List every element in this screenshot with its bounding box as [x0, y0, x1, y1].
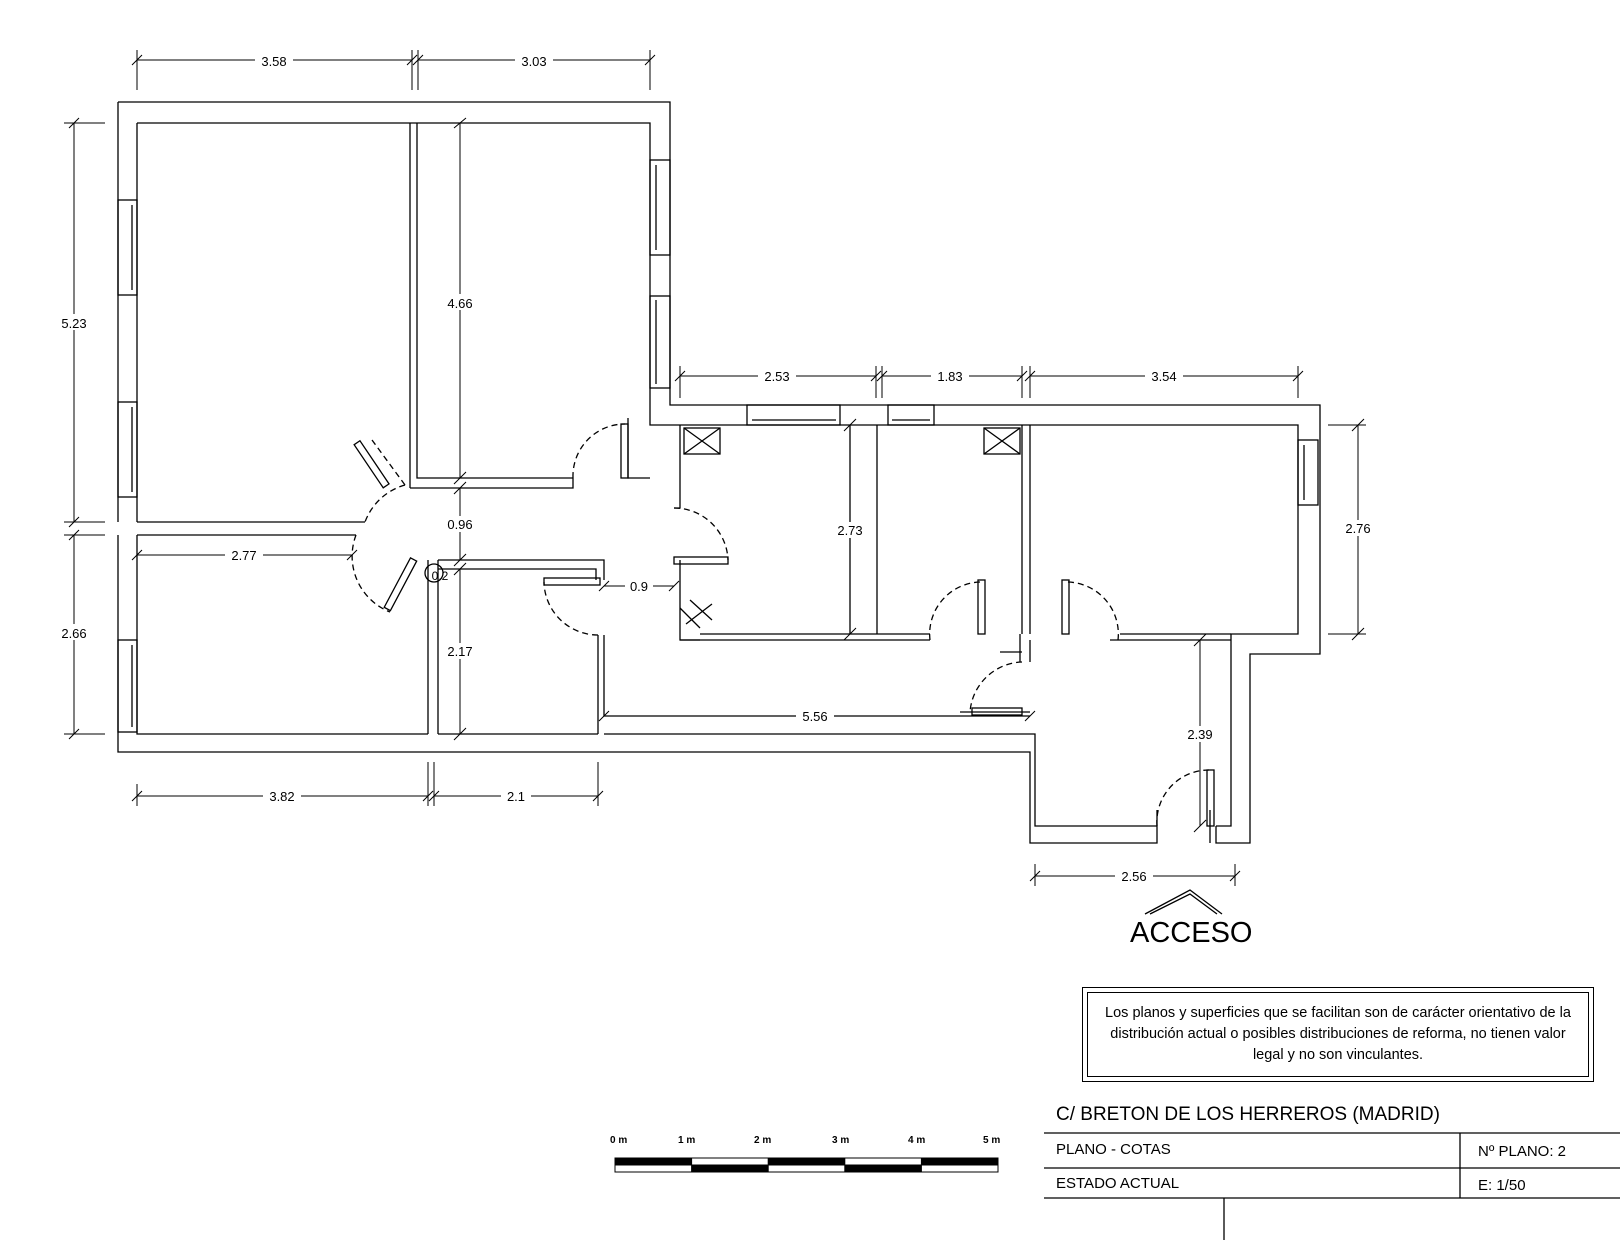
title-block-lines [1044, 1132, 1620, 1240]
dim-right-top-c: 3.54 [1151, 369, 1176, 384]
dim-column: 0.2 [432, 569, 449, 583]
dim-right-top-a: 2.53 [764, 369, 789, 384]
dimension-lines [64, 50, 1366, 886]
doors [351, 423, 1215, 827]
dim-lower-room-width: 2.77 [231, 548, 256, 563]
interior-walls [137, 123, 1231, 843]
dim-right-room-height: 2.73 [837, 523, 862, 538]
access-label: ACCESO [1130, 917, 1253, 949]
dim-right-top-b: 1.83 [937, 369, 962, 384]
stair-mark [679, 599, 713, 629]
dim-bottom-mid: 2.1 [507, 789, 525, 804]
dim-left-lower: 2.66 [61, 626, 86, 641]
title-plan-type: PLANO - COTAS [1056, 1141, 1171, 1158]
dim-room-height-upper: 4.66 [447, 296, 472, 311]
title-plan-number: Nº PLANO: 2 [1478, 1143, 1567, 1160]
dim-lower-mid-height: 2.17 [447, 644, 472, 659]
access-arrow [1144, 889, 1223, 915]
column [424, 563, 444, 583]
title-address: C/ BRETON DE LOS HERREROS (MADRID) [1056, 1104, 1440, 1125]
dim-bottom-left: 3.82 [269, 789, 294, 804]
dim-right-outer-height: 2.76 [1345, 521, 1370, 536]
dim-left-upper: 5.23 [61, 316, 86, 331]
dim-top-mid: 3.03 [521, 54, 546, 69]
dim-passage: 0.9 [630, 579, 648, 594]
dim-entry-height: 2.39 [1187, 727, 1212, 742]
dim-top-left: 3.58 [261, 54, 286, 69]
outer-walls [117, 101, 1321, 844]
scale-label-5: 5 m [983, 1135, 1001, 1146]
scale-label-2: 2 m [754, 1135, 772, 1146]
scale-bar [614, 1157, 999, 1173]
title-scale: E: 1/50 [1478, 1177, 1526, 1194]
scale-label-0: 0 m [610, 1135, 628, 1146]
dimension-labels: 3.58 3.03 5.23 2.66 4.66 0.96 2.77 0.2 2… [55, 52, 1377, 884]
title-state: ESTADO ACTUAL [1056, 1175, 1180, 1192]
scale-label-1: 1 m [678, 1135, 696, 1146]
disclaimer-text: Los planos y superficies que se facilita… [1087, 992, 1589, 1077]
ventilation-shafts [683, 427, 1021, 455]
scale-label-4: 4 m [908, 1135, 926, 1146]
disclaimer-box: Los planos y superficies que se facilita… [1082, 987, 1594, 1082]
scale-label-3: 3 m [832, 1135, 850, 1146]
windows [117, 159, 1319, 733]
dim-entry-width: 2.56 [1121, 869, 1146, 884]
dim-hall-width: 0.96 [447, 517, 472, 532]
dim-corridor-length: 5.56 [802, 709, 827, 724]
